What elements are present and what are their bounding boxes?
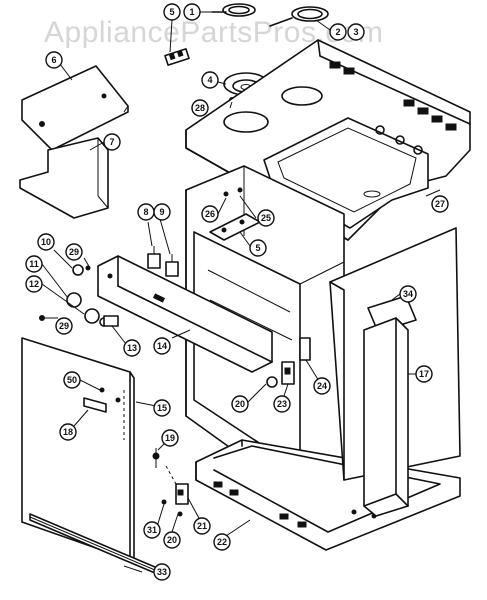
callout-13-label: 13 xyxy=(127,343,137,353)
part-door xyxy=(21,337,135,565)
callout-20-door-label: 20 xyxy=(167,535,177,545)
part-control-panel xyxy=(97,255,273,373)
part-surface-elements xyxy=(211,3,329,27)
callout-12-label: 12 xyxy=(29,279,39,289)
callout-11-label: 11 xyxy=(29,259,39,269)
callout-28-label: 28 xyxy=(195,103,205,113)
callout-18: 18 xyxy=(59,423,77,441)
part-switches xyxy=(147,246,179,277)
part-insulation-pad xyxy=(363,317,409,517)
callout-33-label: 33 xyxy=(157,567,167,577)
callout-25: 25 xyxy=(257,209,275,227)
callout-4-label: 4 xyxy=(207,75,212,85)
callout-29-left: 29 xyxy=(55,317,73,335)
part-back-panel xyxy=(21,65,129,151)
callout-20-cabinet: 20 xyxy=(231,395,249,413)
part-terminal-block xyxy=(164,48,190,66)
callout-8-label: 8 xyxy=(143,207,148,217)
leader-lines xyxy=(41,11,441,573)
callout-34-label: 34 xyxy=(403,289,413,299)
callout-12: 12 xyxy=(25,275,43,293)
part-lower-bracket xyxy=(19,137,109,219)
callout-26-label: 26 xyxy=(205,209,215,219)
callout-20-door: 20 xyxy=(163,531,181,549)
callout-15-label: 15 xyxy=(157,403,167,413)
callout-28: 28 xyxy=(191,99,209,117)
callout-13: 13 xyxy=(123,339,141,357)
callout-20-cabinet-label: 20 xyxy=(235,399,245,409)
callout-31: 31 xyxy=(143,521,161,539)
callout-9-label: 9 xyxy=(159,207,164,217)
callout-29-top-label: 29 xyxy=(69,247,79,257)
callout-22: 22 xyxy=(213,533,231,551)
callout-50: 50 xyxy=(63,371,81,389)
callout-22-label: 22 xyxy=(217,537,227,547)
callout-5-cabinet: 5 xyxy=(249,239,267,257)
part-screw xyxy=(39,315,45,321)
callout-14-label: 14 xyxy=(157,341,167,351)
callout-34: 34 xyxy=(399,285,417,303)
callout-1: 1 xyxy=(183,3,201,21)
callout-6: 6 xyxy=(45,51,63,69)
callout-1-label: 1 xyxy=(189,7,194,17)
callout-6-label: 6 xyxy=(51,55,56,65)
callout-5-top: 5 xyxy=(163,3,181,21)
callout-5-top-label: 5 xyxy=(169,7,174,17)
callout-2-label: 2 xyxy=(335,27,340,37)
callout-27: 27 xyxy=(431,195,449,213)
callout-11: 11 xyxy=(25,255,43,273)
callout-19-label: 19 xyxy=(165,433,175,443)
callout-14: 14 xyxy=(153,337,171,355)
callout-3-label: 3 xyxy=(353,27,358,37)
callout-15: 15 xyxy=(153,399,171,417)
callout-5-cabinet-label: 5 xyxy=(255,243,260,253)
callout-3: 3 xyxy=(347,23,365,41)
callout-31-label: 31 xyxy=(147,525,157,535)
callout-24: 24 xyxy=(313,377,331,395)
callout-4: 4 xyxy=(201,71,219,89)
callout-9: 9 xyxy=(153,203,171,221)
callout-2: 2 xyxy=(329,23,347,41)
callout-50-label: 50 xyxy=(67,375,77,385)
callout-33: 33 xyxy=(153,563,171,581)
callout-24-label: 24 xyxy=(317,381,327,391)
part-latch-assembly xyxy=(223,187,311,388)
part-insulation-strip xyxy=(367,295,417,333)
callout-27-label: 27 xyxy=(435,199,445,209)
callout-21: 21 xyxy=(193,517,211,535)
callout-7-label: 7 xyxy=(109,137,114,147)
callout-23: 23 xyxy=(273,395,291,413)
callout-7: 7 xyxy=(103,133,121,151)
callout-17: 17 xyxy=(415,365,433,383)
part-indicator-light xyxy=(103,315,119,327)
callout-19: 19 xyxy=(161,429,179,447)
callout-23-label: 23 xyxy=(277,399,287,409)
callout-18-label: 18 xyxy=(63,427,73,437)
callout-29-left-label: 29 xyxy=(59,321,69,331)
callout-25-label: 25 xyxy=(261,213,271,223)
part-hinge-assembly xyxy=(152,448,189,517)
callout-10: 10 xyxy=(37,233,55,251)
callout-26: 26 xyxy=(201,205,219,223)
callout-29-top: 29 xyxy=(65,243,83,261)
callout-10-label: 10 xyxy=(41,237,51,247)
callout-17-label: 17 xyxy=(419,369,429,379)
callout-8: 8 xyxy=(137,203,155,221)
callout-21-label: 21 xyxy=(197,521,207,531)
